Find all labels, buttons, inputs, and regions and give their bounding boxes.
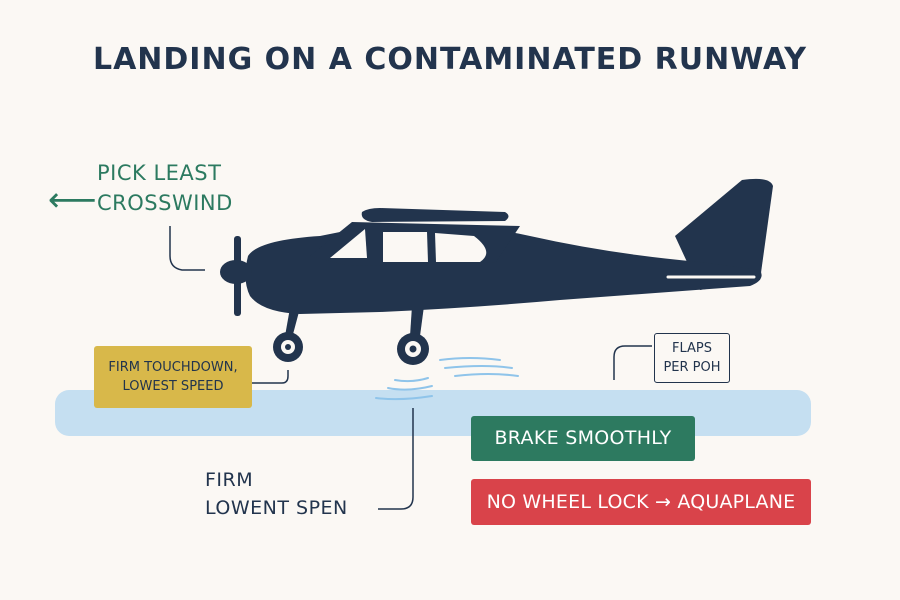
firm-line-2: LOWENT SPEN	[205, 497, 348, 519]
firm-label: FIRM LOWENT SPEN	[205, 466, 348, 522]
aircraft-silhouette	[220, 178, 773, 338]
touchdown-callout: FIRM TOUCHDOWN, LOWEST SPEED	[94, 346, 252, 408]
crosswind-line-1: PICK LEAST	[97, 161, 222, 185]
wing	[361, 208, 509, 222]
window-mid	[383, 232, 428, 262]
crosswind-label: PICK LEAST CROSSWIND	[97, 158, 277, 218]
cabin-windows	[330, 229, 487, 262]
leader-lines	[169, 226, 652, 510]
flaps-leader	[613, 345, 652, 380]
touchdown-leader	[252, 370, 289, 384]
crosswind-line-2: CROSSWIND	[97, 191, 233, 215]
flaps-callout: FLAPS PER POH	[654, 333, 730, 383]
window-rear	[435, 233, 487, 262]
spray-lines	[375, 357, 519, 401]
arrow-left-icon: ⟵	[48, 180, 97, 220]
wheels	[273, 332, 429, 365]
window-front	[330, 229, 367, 258]
spinner	[220, 260, 252, 284]
flaps-line-1: FLAPS	[671, 341, 712, 356]
brake-smoothly-badge: BRAKE SMOOTHLY	[471, 416, 695, 461]
main-gear-strut	[410, 306, 424, 336]
firm-line-1: FIRM	[205, 469, 254, 491]
firm-leader	[378, 408, 414, 510]
page-title: LANDING ON A CONTAMINATED RUNWAY	[92, 42, 808, 77]
nose-gear-strut	[285, 302, 300, 338]
touchdown-line-1: FIRM TOUCHDOWN,	[108, 360, 238, 375]
touchdown-line-2: LOWEST SPEED	[122, 379, 224, 394]
no-wheel-lock-badge: NO WHEEL LOCK → AQUAPLANE	[471, 479, 811, 525]
flaps-line-2: PER POH	[663, 360, 721, 375]
crosswind-leader	[169, 226, 205, 271]
